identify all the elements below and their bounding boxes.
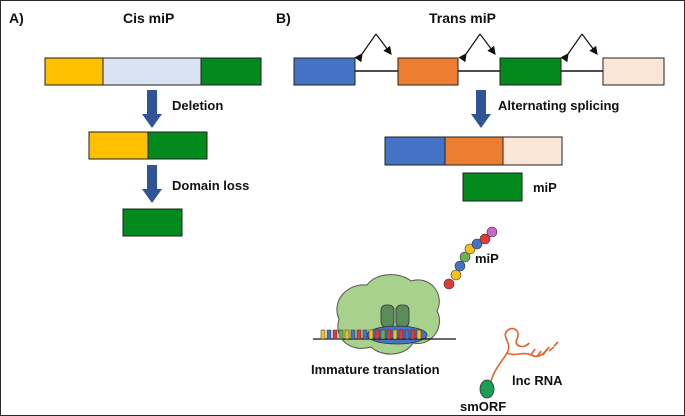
panel-b-letter: B) xyxy=(276,10,291,26)
trans-pre-mrna xyxy=(293,57,665,86)
immature-translation-label: Immature translation xyxy=(311,362,440,377)
deletion-label: Deletion xyxy=(172,98,223,113)
domain-loss-arrow xyxy=(142,165,162,203)
exon-blue xyxy=(293,57,356,86)
lnc-rna-label: lnc RNA xyxy=(512,373,563,388)
cis-middle-domain xyxy=(102,57,202,86)
lnc-rna xyxy=(490,327,559,383)
domain-loss-label: Domain loss xyxy=(172,178,249,193)
trna-2 xyxy=(395,304,410,328)
cis-green-domain-2 xyxy=(147,131,208,160)
cis-green-domain xyxy=(200,57,262,86)
cis-yellow-domain xyxy=(44,57,104,86)
smorf-label: smORF xyxy=(460,399,506,414)
peptide-chain xyxy=(443,226,498,290)
exon-peach xyxy=(602,57,665,86)
splicing-label: Alternating splicing xyxy=(498,98,619,113)
exon-orange xyxy=(397,57,459,86)
mrna-strand xyxy=(313,329,456,340)
panel-a-letter: A) xyxy=(9,10,24,26)
spliced-peach xyxy=(502,136,563,166)
peptide-mip-label: miP xyxy=(475,251,499,266)
splicing-arrow xyxy=(471,90,491,128)
trans-mip-green xyxy=(462,172,523,202)
cis-deleted-gene xyxy=(88,131,208,160)
splice-arrows xyxy=(354,33,598,63)
cis-yellow-domain-2 xyxy=(88,131,149,160)
trans-mip-label: miP xyxy=(533,180,557,195)
deletion-arrow xyxy=(142,90,162,128)
panel-a-title: Cis miP xyxy=(123,10,174,26)
panel-b-title: Trans miP xyxy=(429,10,496,26)
exon-green xyxy=(499,57,562,86)
spliced-blue xyxy=(384,136,446,166)
cis-full-gene xyxy=(44,57,262,86)
smorf-oval xyxy=(479,379,495,399)
spliced-orange xyxy=(444,136,504,166)
spliced-mrna xyxy=(384,136,563,166)
cis-mip-green xyxy=(122,208,183,237)
ribosome xyxy=(336,274,440,355)
trna-1 xyxy=(380,304,395,328)
